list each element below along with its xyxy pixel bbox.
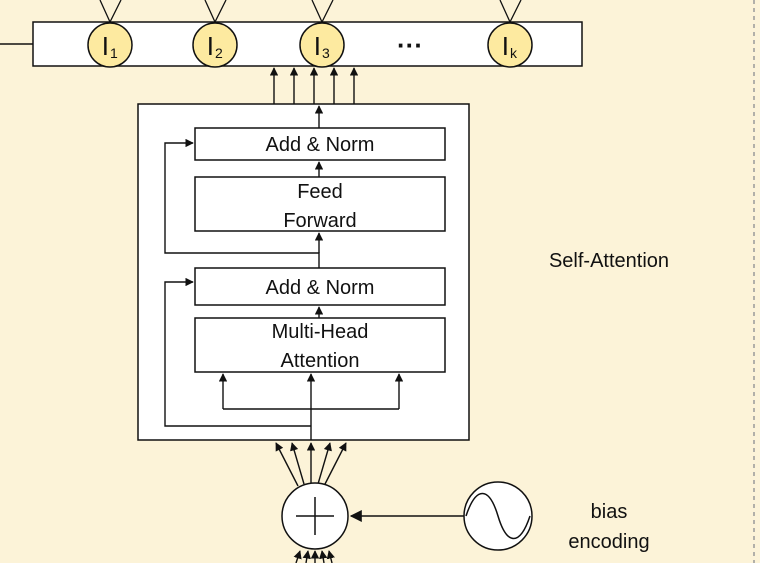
self-attention-label: Self-Attention xyxy=(549,250,669,272)
feed-forward-line1: Feed xyxy=(297,181,343,203)
positional-add-node xyxy=(281,482,349,550)
output-arrows xyxy=(269,67,359,104)
residual-mha xyxy=(164,277,311,427)
add-norm-top-box xyxy=(194,127,446,161)
mha-line2: Attention xyxy=(281,350,360,372)
token-input-lines xyxy=(99,0,522,24)
feed-forward-line2: Forward xyxy=(283,210,356,232)
token-2: I 2 xyxy=(192,22,238,68)
feed-forward-box xyxy=(194,176,446,232)
token-1-sub: 1 xyxy=(110,45,118,61)
add-norm-bottom-box xyxy=(194,267,446,306)
mha-line1: Multi-Head xyxy=(272,321,369,343)
token-2-sub: 2 xyxy=(215,45,223,61)
token-k-base: I xyxy=(502,31,509,61)
token-3: I 3 xyxy=(299,22,345,68)
token-k-sub: k xyxy=(510,45,518,61)
token-1-base: I xyxy=(102,31,109,61)
token-3-base: I xyxy=(314,31,321,61)
token-3-sub: 3 xyxy=(322,45,330,61)
plus-to-encoder-arrows xyxy=(275,442,347,487)
residual-ff xyxy=(164,138,320,268)
input-arrows xyxy=(293,550,335,563)
token-ellipsis: ··· xyxy=(397,30,423,60)
bias-label-line1: bias xyxy=(591,501,628,523)
bias-label-line2: encoding xyxy=(568,531,649,553)
add-norm-bottom-label: Add & Norm xyxy=(266,277,375,299)
sine-wave-icon xyxy=(463,481,533,551)
token-k: I k xyxy=(487,22,533,68)
token-2-base: I xyxy=(207,31,214,61)
mha-box xyxy=(194,317,446,373)
add-norm-top-label: Add & Norm xyxy=(266,134,375,156)
token-1: I 1 xyxy=(87,22,133,68)
